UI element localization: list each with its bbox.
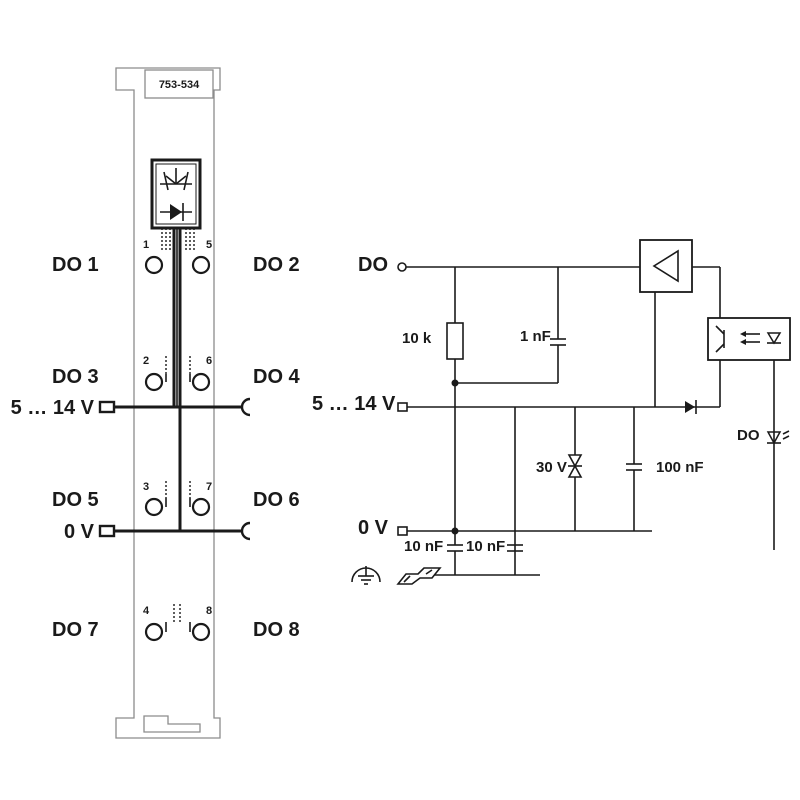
earth-ground-icon xyxy=(351,566,381,585)
terminal-number-8: 8 xyxy=(206,605,212,617)
plus-input-terminal xyxy=(397,402,408,412)
module-label-plate xyxy=(144,69,214,99)
io-module: 753-534 xyxy=(98,67,251,739)
plus-contact-right xyxy=(240,397,251,417)
output-driver-symbol xyxy=(150,158,202,230)
terminal-clamp-2[interactable] xyxy=(144,372,164,392)
terminal-row-3-dots xyxy=(165,481,191,498)
terminal-number-7: 7 xyxy=(206,481,212,493)
terminal-clamp-8[interactable] xyxy=(191,622,211,642)
channel-labels: DO 1 DO 2 DO 3 DO 4 5 … 14 V DO 5 DO 6 0… xyxy=(11,254,301,641)
cap-10nf-a-label: 10 nF xyxy=(404,538,443,555)
channel-label-do3: DO 3 xyxy=(52,366,99,388)
tvs-label: 30 V xyxy=(536,459,567,476)
terminal-clamp-7[interactable] xyxy=(191,497,211,517)
status-led-label: DO xyxy=(737,427,760,444)
terminal-number-1: 1 xyxy=(143,239,149,251)
terminal-number-2: 2 xyxy=(143,355,149,367)
module-housing xyxy=(115,67,221,739)
zero-input-terminal xyxy=(397,526,408,536)
schematic-label-plus: 5 … 14 V xyxy=(312,393,396,415)
channel-label-do1: DO 1 xyxy=(52,254,99,276)
status-led-icon xyxy=(766,430,790,445)
driver-inner-frame xyxy=(155,163,197,225)
module-part-number: 753-534 xyxy=(159,79,200,91)
terminal-clamp-6[interactable] xyxy=(191,372,211,392)
zero-contact-right xyxy=(240,521,251,541)
channel-label-do7: DO 7 xyxy=(52,619,99,641)
supply-label-zero: 0 V xyxy=(64,521,95,543)
phototransistor-icon xyxy=(160,168,192,191)
terminal-clamp-4[interactable] xyxy=(144,622,164,642)
reverse-diode-icon xyxy=(685,400,697,414)
channel-label-do5: DO 5 xyxy=(52,489,99,511)
terminal-number-6: 6 xyxy=(206,355,212,367)
terminal-number-4: 4 xyxy=(143,605,150,617)
din-rail-icon xyxy=(396,567,442,585)
terminal-clamp-1[interactable] xyxy=(144,255,164,275)
optocoupler-block xyxy=(707,317,791,361)
opto-led-icon xyxy=(766,332,782,345)
schematic-label-do: DO xyxy=(358,254,388,276)
module-bottom-latch xyxy=(143,715,201,733)
terminal-number-5: 5 xyxy=(206,239,212,251)
cap-10nf-b-label: 10 nF xyxy=(466,538,505,555)
terminal-row-4-dots xyxy=(173,604,181,622)
channel-label-do2: DO 2 xyxy=(253,254,300,276)
terminal-row-2-dots xyxy=(165,356,191,374)
terminal-number-3: 3 xyxy=(143,481,149,493)
do-output-terminal xyxy=(397,262,407,272)
resistor-10k xyxy=(446,322,464,360)
supply-label-plus: 5 … 14 V xyxy=(11,397,95,419)
terminal-clamp-5[interactable] xyxy=(191,255,211,275)
zero-contact-left xyxy=(98,524,116,538)
circuit-schematic: DO 5 … 14 V 0 V 10 k 1 nF 30 V xyxy=(312,239,791,585)
plus-contact-left xyxy=(98,400,116,414)
diode-icon xyxy=(160,203,192,221)
driver-amplifier-block xyxy=(639,239,693,293)
cap-1nf-label: 1 nF xyxy=(520,328,551,345)
schematic-label-zero: 0 V xyxy=(358,517,389,539)
channel-label-do8: DO 8 xyxy=(253,619,300,641)
amplifier-triangle-icon xyxy=(652,249,679,283)
opto-transistor-icon xyxy=(715,325,725,353)
terminal-clamp-3[interactable] xyxy=(144,497,164,517)
channel-label-do6: DO 6 xyxy=(253,489,300,511)
channel-label-do4: DO 4 xyxy=(253,366,301,388)
opto-light-arrows-icon xyxy=(740,331,760,345)
cap-100nf-label: 100 nF xyxy=(656,459,704,476)
resistor-label: 10 k xyxy=(402,330,432,347)
